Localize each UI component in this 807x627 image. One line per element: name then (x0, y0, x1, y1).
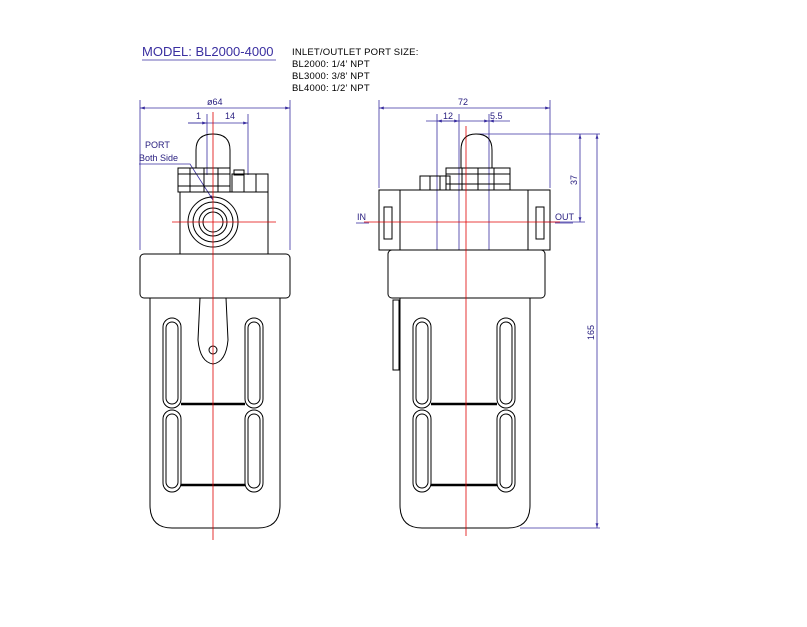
model-title: MODEL: BL2000-4000 (142, 44, 274, 59)
side-view: 72 12 5.5 37 165 IN OUT (356, 97, 600, 536)
front-dim-14: 14 (225, 111, 235, 121)
port-size-heading: INLET/OUTLET PORT SIZE: (292, 47, 419, 58)
port-size-line-1: BL2000: 1/4’ NPT (292, 59, 370, 70)
side-dim-12: 12 (443, 111, 453, 121)
inlet-label: IN (357, 212, 366, 222)
front-view: ø64 1 14 PORT Both Side (139, 97, 291, 540)
side-dim-width: 72 (458, 97, 468, 107)
outlet-label: OUT (555, 212, 575, 222)
side-dim-5-5: 5.5 (490, 111, 503, 121)
port-size-line-3: BL4000: 1/2’ NPT (292, 83, 370, 94)
side-dim-37: 37 (569, 175, 579, 185)
front-dim-width: ø64 (207, 97, 223, 107)
port-sub-label: Both Side (139, 153, 178, 163)
front-dim-1: 1 (196, 111, 201, 121)
port-size-line-2: BL3000: 3/8’ NPT (292, 71, 370, 82)
side-dim-165: 165 (586, 325, 596, 340)
port-label: PORT (145, 140, 170, 150)
